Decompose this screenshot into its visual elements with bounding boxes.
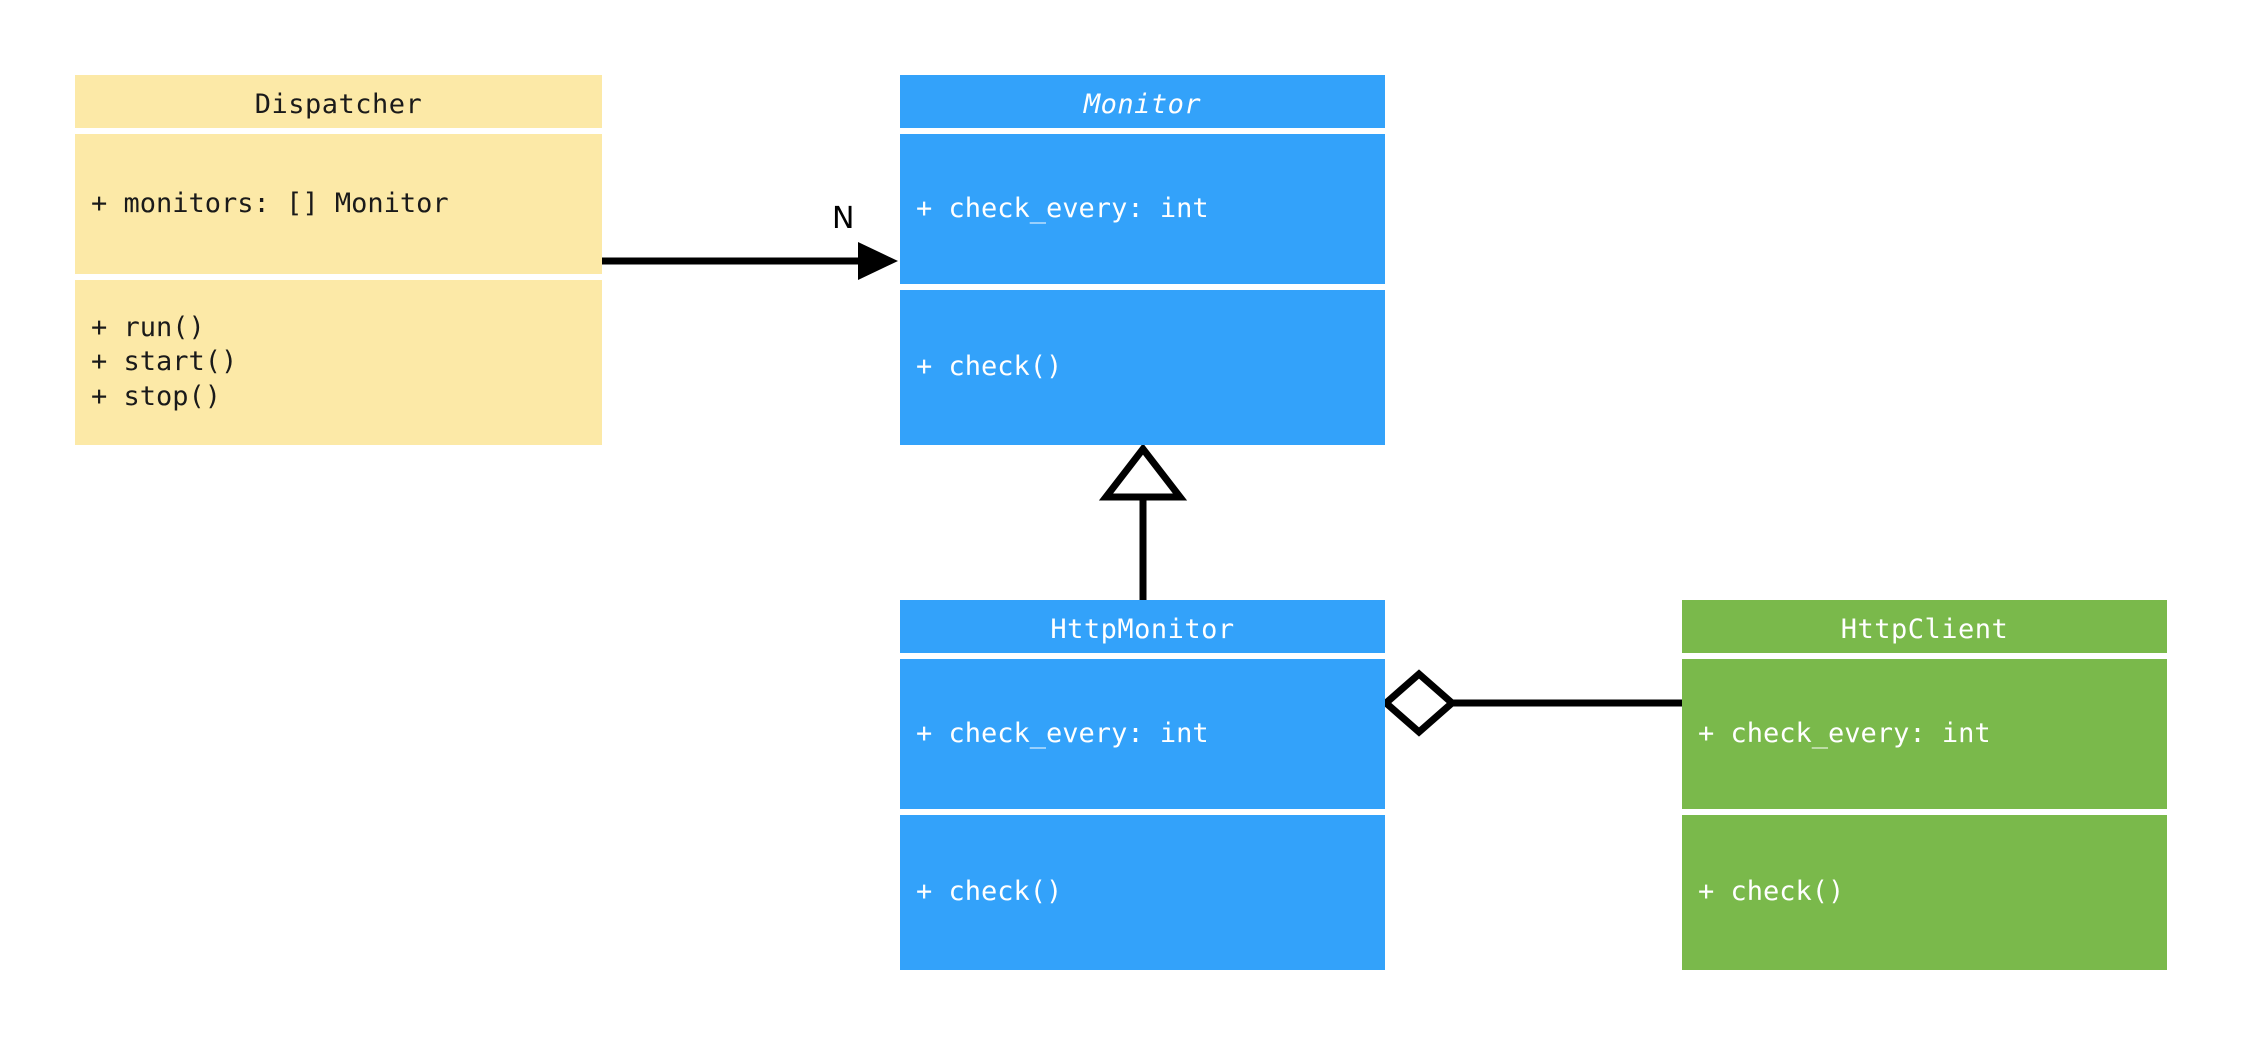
class-box-httpclient[interactable]: HttpClient + check_every: int + check() xyxy=(1682,600,2167,970)
method-item: + run() xyxy=(91,311,205,343)
compartment-divider xyxy=(900,653,1385,659)
methods-compartment-httpclient: + check() xyxy=(1682,815,2167,970)
class-title-monitor: Monitor xyxy=(900,75,1385,128)
attribute-item: + check_every: int xyxy=(916,717,1209,749)
hollow-triangle-head-icon xyxy=(1098,443,1188,501)
method-item: + stop() xyxy=(91,380,222,412)
method-item: + check() xyxy=(1698,876,1845,908)
method-item: + start() xyxy=(91,346,238,378)
attribute-item: + check_every: int xyxy=(1698,717,1991,749)
attributes-compartment-httpclient: + check_every: int xyxy=(1682,659,2167,809)
attributes-compartment-dispatcher: + monitors: [] Monitor xyxy=(75,134,602,274)
compartment-divider xyxy=(900,128,1385,134)
association-dispatcher-monitor xyxy=(602,242,898,280)
attributes-compartment-monitor: + check_every: int xyxy=(900,134,1385,284)
compartment-divider xyxy=(75,274,602,280)
aggregation-httpmonitor-httpclient xyxy=(1380,669,1682,737)
generalization-httpmonitor-monitor xyxy=(1098,443,1188,600)
class-title-dispatcher: Dispatcher xyxy=(75,75,602,128)
compartment-divider xyxy=(75,128,602,134)
method-item: + check() xyxy=(916,876,1063,908)
class-title-httpclient: HttpClient xyxy=(1682,600,2167,653)
attribute-item: + monitors: [] Monitor xyxy=(91,187,449,219)
compartment-divider xyxy=(900,284,1385,290)
attributes-compartment-httpmonitor: + check_every: int xyxy=(900,659,1385,809)
methods-compartment-monitor: + check() xyxy=(900,290,1385,445)
attribute-item: + check_every: int xyxy=(916,192,1209,224)
class-box-httpmonitor[interactable]: HttpMonitor + check_every: int + check() xyxy=(900,600,1385,970)
compartment-divider xyxy=(1682,653,2167,659)
class-title-httpmonitor: HttpMonitor xyxy=(900,600,1385,653)
compartment-divider xyxy=(900,809,1385,815)
hollow-diamond-icon xyxy=(1380,669,1458,737)
class-box-monitor[interactable]: Monitor + check_every: int + check() xyxy=(900,75,1385,445)
solid-arrow-head-icon xyxy=(858,242,898,280)
method-item: + check() xyxy=(916,351,1063,383)
compartment-divider xyxy=(1682,809,2167,815)
association-multiplicity-label: N xyxy=(832,201,855,236)
methods-compartment-httpmonitor: + check() xyxy=(900,815,1385,970)
methods-compartment-dispatcher: + run() + start() + stop() xyxy=(75,280,602,445)
class-box-dispatcher[interactable]: Dispatcher + monitors: [] Monitor + run(… xyxy=(75,75,602,445)
